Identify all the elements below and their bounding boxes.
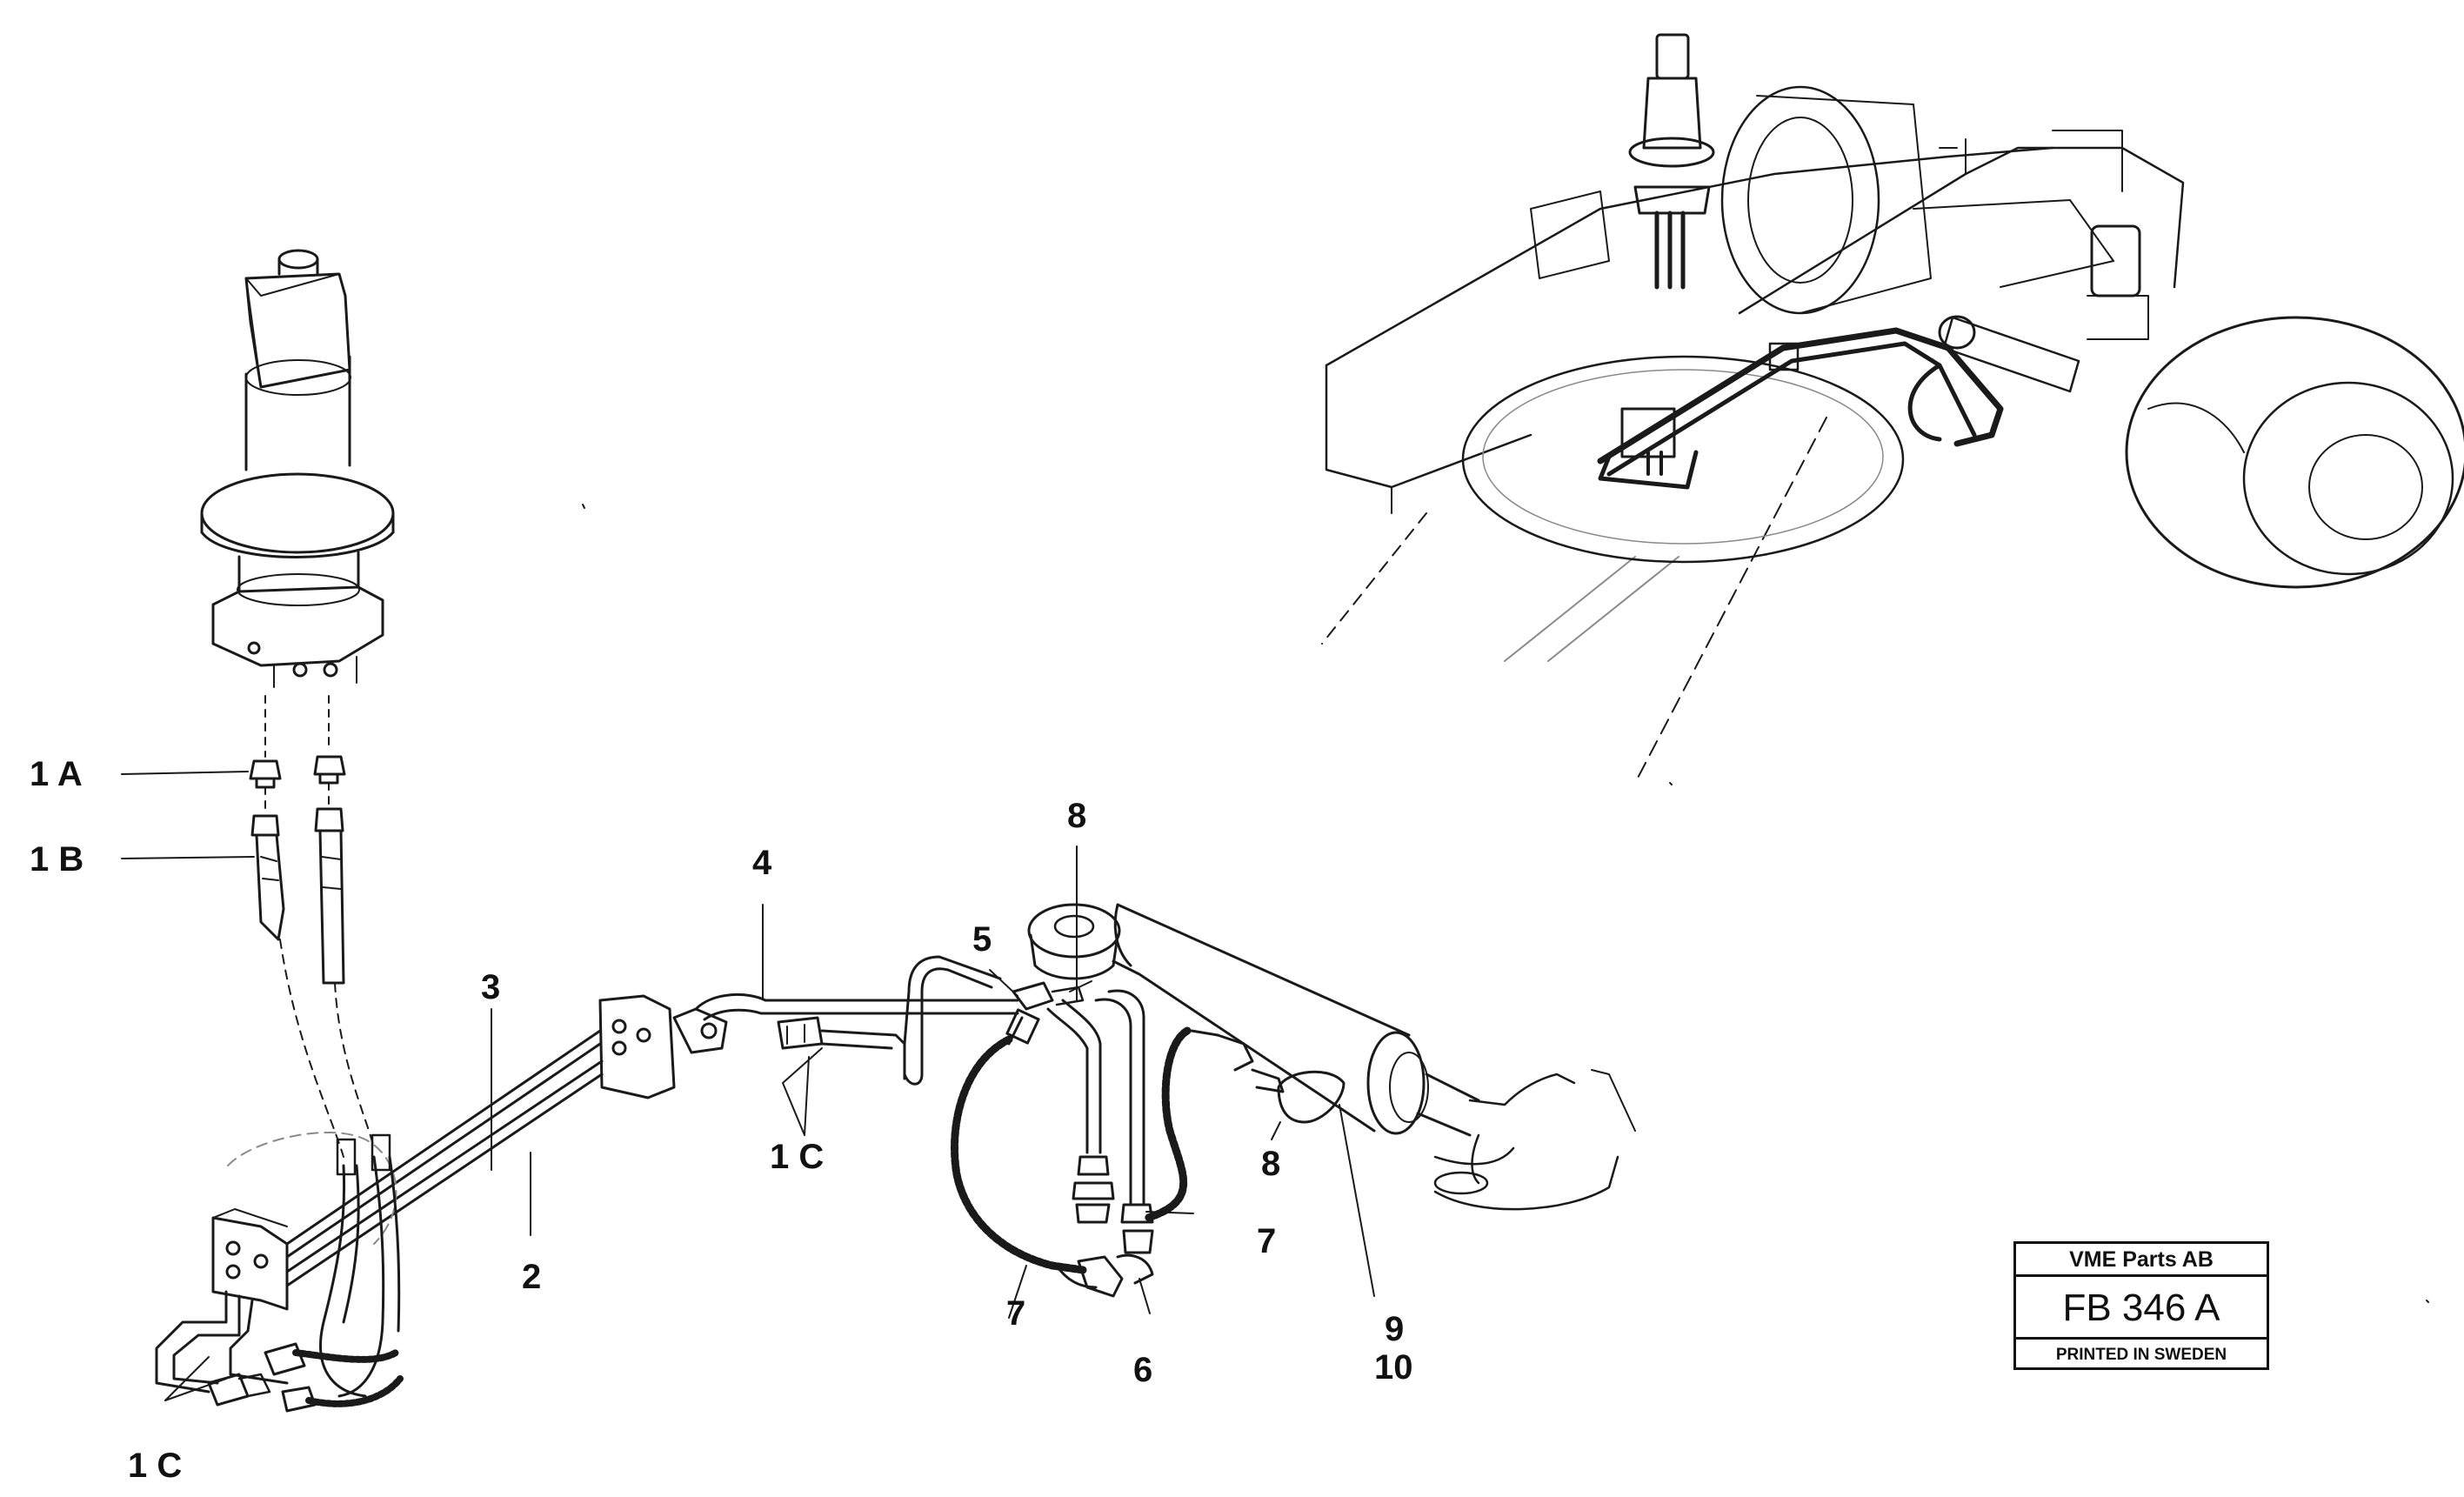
callout-1c-bottom: 1 C [128,1447,183,1485]
pipes-4-5 [672,955,1092,1086]
callout-1a: 1 A [30,755,83,793]
callout-10: 10 [1374,1348,1413,1387]
callout-6: 6 [1133,1351,1153,1389]
callout-1b: 1 B [30,840,84,879]
callout-9: 9 [1385,1310,1405,1348]
print-specks [582,504,2429,1303]
callout-8-right: 8 [1261,1145,1281,1183]
drawing-code: FB 346 A [2016,1277,2267,1340]
callout-3: 3 [481,968,501,1006]
steering-valve-unit [200,249,395,758]
pipe-assembly [155,994,676,1413]
callout-5: 5 [972,920,992,959]
callout-8-top: 8 [1067,797,1087,835]
callout-7-left: 7 [1006,1294,1026,1333]
callout-4: 4 [752,844,772,882]
steering-cylinder [1027,903,1636,1211]
title-block: VME Parts AB FB 346 A PRINTED IN SWEDEN [2013,1241,2269,1370]
leader-lines [121,771,1375,1401]
fittings-1a-1b [249,755,375,1158]
vehicle-overview-inset [1321,33,2464,784]
callout-1c-mid: 1 C [770,1138,825,1176]
callout-2: 2 [522,1258,542,1296]
callout-7-right: 7 [1257,1222,1277,1260]
company-name: VME Parts AB [2016,1244,2267,1277]
printed-in-label: PRINTED IN SWEDEN [2055,1346,2227,1364]
hoses-6-7 [951,989,1285,1298]
